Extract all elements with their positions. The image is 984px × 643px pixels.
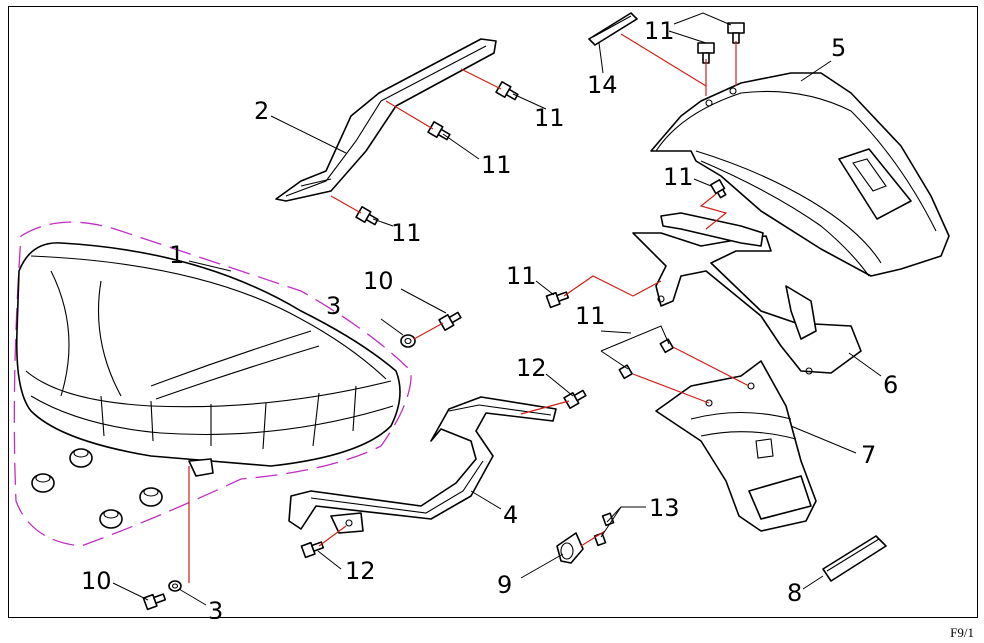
callout-3: 3 <box>208 597 223 619</box>
callout-6: 6 <box>883 371 898 399</box>
bolt-icon <box>355 206 379 226</box>
callout-11: 11 <box>575 302 606 330</box>
fender-bracket-part-6 <box>632 212 862 375</box>
rear-fender-part-5 <box>650 72 950 277</box>
callout-5: 5 <box>831 34 846 62</box>
assembly-lines <box>318 33 750 547</box>
callout-11: 11 <box>391 219 422 247</box>
reflector-part-8 <box>822 535 887 582</box>
bracket-part-2 <box>275 38 497 202</box>
seat-top-line <box>30 255 387 380</box>
bolt-icon <box>300 541 325 559</box>
nut-icon <box>168 580 182 592</box>
diagram-frame: 1 2 3 3 4 5 6 7 8 9 10 10 11 11 11 11 11… <box>8 6 978 619</box>
bolt-icon <box>142 593 167 611</box>
clip-part-9 <box>556 532 584 564</box>
seat-buffers <box>31 448 163 529</box>
leader-lines <box>112 12 882 606</box>
bolt-icon <box>618 364 633 380</box>
callout-14: 14 <box>587 71 618 99</box>
lens-part-14 <box>588 12 638 46</box>
nut-icon <box>400 334 416 348</box>
seat-body <box>15 242 401 467</box>
fasteners <box>142 22 745 611</box>
callout-11: 11 <box>644 17 675 45</box>
seat-assembly <box>13 221 412 583</box>
bolt-icon <box>659 338 674 354</box>
callout-11: 11 <box>663 163 694 191</box>
seat-seam-2 <box>155 345 320 400</box>
callout-12: 12 <box>345 557 376 585</box>
bolt-icon <box>710 179 727 199</box>
callout-10: 10 <box>363 267 394 295</box>
grab-rail-part-4 <box>288 396 557 534</box>
callout-3: 3 <box>326 292 341 320</box>
bolt-icon <box>427 121 451 141</box>
mudguard-part-7 <box>655 360 817 532</box>
callout-7: 7 <box>861 441 876 469</box>
seat-seam <box>150 330 312 387</box>
bolt-icon <box>727 22 745 44</box>
callout-11: 11 <box>506 262 537 290</box>
callout-12: 12 <box>516 354 547 382</box>
seat-outline-magenta <box>13 221 412 547</box>
bolt-icon <box>563 389 587 409</box>
bolt-icon <box>601 512 615 527</box>
bolt-icon <box>593 532 607 547</box>
callout-11: 11 <box>534 104 565 132</box>
callout-1: 1 <box>169 241 184 269</box>
bolt-icon <box>438 311 462 331</box>
callout-2: 2 <box>254 97 269 125</box>
callout-labels: 1 2 3 3 4 5 6 7 8 9 10 10 11 11 11 11 11… <box>81 17 898 619</box>
callout-10: 10 <box>81 567 112 595</box>
callout-4: 4 <box>503 501 518 529</box>
bolt-icon <box>495 81 519 101</box>
callout-13: 13 <box>649 494 680 522</box>
exploded-parts-diagram: 1 2 3 3 4 5 6 7 8 9 10 10 11 11 11 11 11… <box>13 12 950 619</box>
callout-11: 11 <box>481 151 512 179</box>
figure-reference: F9/1 <box>950 625 974 640</box>
seat-lower-band <box>25 370 392 408</box>
seat-mount-tab <box>188 458 214 477</box>
callout-8: 8 <box>787 579 802 607</box>
callout-9: 9 <box>497 571 512 599</box>
